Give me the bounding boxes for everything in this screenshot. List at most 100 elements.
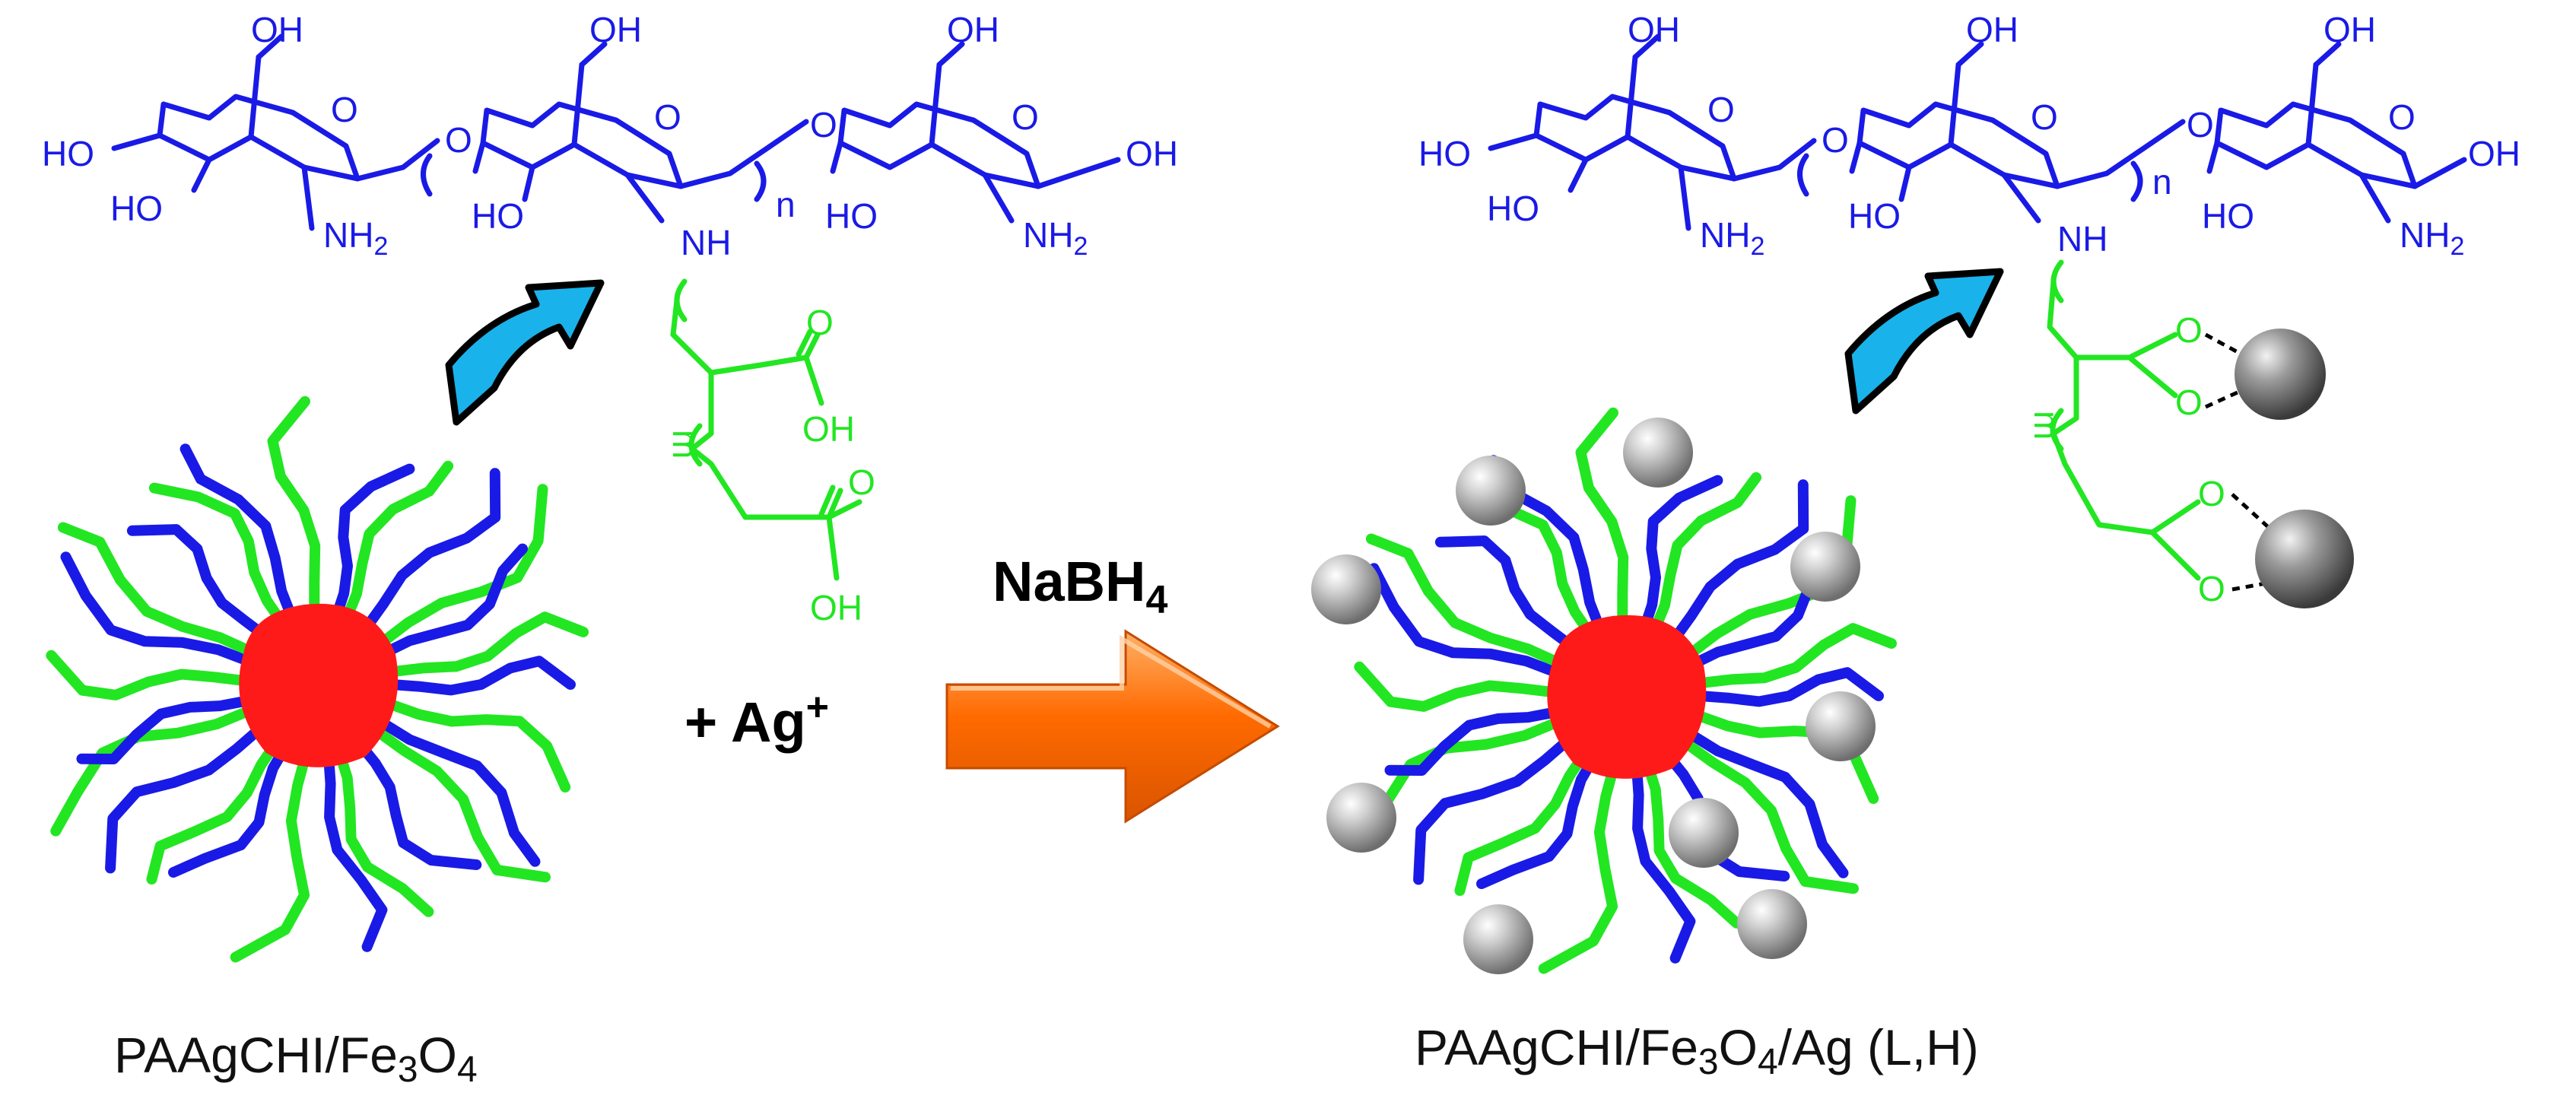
carboxylate-oxygen-label: O [2198,569,2225,608]
chitosan-chain [105,720,268,874]
polyacid-chain [1676,735,1859,894]
link-oxygen-label: O [2187,105,2214,145]
nanoparticle-left [46,395,589,963]
coordination-bond [2231,580,2275,592]
polyacid-chain [1575,407,1629,635]
chitosan-chain [168,738,293,878]
ho-label: HO [1487,189,1539,228]
polyacid-chain [230,745,313,963]
silver-nanoparticle [1806,691,1876,761]
ho-label: HO [42,134,94,173]
chitosan-chain [357,468,501,637]
polyacid-chain [373,484,548,651]
ring-oxygen-label: O [654,97,681,137]
left-molecule: OH HO HO NH2 O O OH O HO NH n O OH O HO … [42,10,1178,627]
carboxyl-oxygen-label: O [848,462,875,502]
iron-oxide-core [239,603,399,767]
link-oxygen-label: O [1822,120,1849,160]
coordination-bond [2231,493,2276,534]
ring-oxygen-label: O [1012,97,1039,137]
chitosan-chain [378,543,528,659]
reagent-nabh4: NaBH4 [993,550,1167,622]
polyacid-chain [368,723,551,883]
chitosan-chain [1637,475,1723,637]
oh-label: OH [2323,10,2376,49]
chitosan-chain [1368,563,1565,679]
chitosan-chain [1384,706,1563,776]
chitosan-chain [1666,479,1809,649]
chitosan-chain [60,551,257,668]
carboxylate-oxygen-label: O [2175,310,2203,350]
nh2-label: NH2 [1023,215,1088,261]
ho-label: HO [1848,196,1901,236]
polyacid-chain [1454,745,1592,896]
nh-label: NH [2057,219,2107,259]
nh2-label: NH2 [1700,215,1764,261]
silver-nanoparticle [1669,798,1739,868]
right-molecule: OH HO HO NH2 O O OH O HO NH n O OH O HO … [1418,10,2520,608]
pointer-arrow-left [445,279,605,426]
chitosan-chain [1695,667,1884,707]
oh-label: OH [1628,10,1680,49]
chitosan-chain [1413,732,1577,885]
m-subscript: m [2027,411,2066,440]
polyacid-chain [1538,756,1621,974]
polyacid-chain [1354,661,1561,712]
polyacid-chain [1365,533,1569,671]
iron-oxide-core [1547,615,1707,779]
pointer-arrow-right [1844,268,2004,415]
oh-label: OH [947,10,999,49]
nh2-label: NH2 [323,215,388,261]
carboxyl-oh-label: OH [810,588,862,627]
chitosan-chain [179,443,300,628]
silver-nanoparticle [1311,554,1381,624]
nh-label: NH [681,223,731,262]
n-subscript: n [776,185,796,224]
polyacid-chain [1647,472,1762,640]
reagent-silver-ion: + Ag+ [684,685,829,754]
polyacid-chain [385,611,589,678]
ho-label: HO [2202,196,2254,236]
carboxylate-oxygen-label: O [2198,474,2225,513]
polyacid-chain [332,743,434,917]
silver-nanoparticle [1737,889,1807,959]
silver-nanoparticle [2235,329,2326,420]
chitosan-chain [1476,750,1601,889]
ho-label: HO [825,196,878,236]
polyacid-chain [1693,623,1897,689]
silver-nanoparticle [2255,510,2354,608]
polyacid-chain [267,395,321,624]
silver-nanoparticle [1623,418,1693,488]
chitosan-chain [126,524,274,643]
link-oxygen-label: O [810,105,837,145]
nh2-label: NH2 [2400,215,2464,261]
polyacid-chain [50,704,258,837]
polyacid-chain [146,733,284,885]
silver-nanoparticle [1456,456,1526,526]
caption-left: PAAgCHI/Fe3O4 [114,1027,478,1090]
nanoparticle-right [1311,407,1897,974]
oh-label: OH [251,10,303,49]
chitosan-chain [322,745,388,952]
chitosan-chain [1682,727,1849,878]
ring-oxygen-label: O [2031,97,2058,137]
oh-label: OH [1966,10,2019,49]
chitosan-chain [76,694,255,764]
chitosan-chain [374,716,541,867]
silver-nanoparticle [1326,783,1396,853]
ho-label: HO [110,189,163,228]
carboxylate-oxygen-label: O [2175,383,2203,422]
reaction-arrow [945,629,1280,824]
polyacid-chain [148,482,291,632]
m-subscript: m [665,430,705,459]
oh-label: OH [1126,134,1178,173]
chitosan-chain [386,656,576,696]
ring-oxygen-label: O [1707,90,1735,129]
polyacid-chain [57,522,261,659]
ring-oxygen-label: O [331,90,358,129]
ring-oxygen-label: O [2388,97,2416,137]
ho-label: HO [472,196,524,236]
link-oxygen-label: O [445,120,472,160]
polyacid-chain [46,650,253,700]
